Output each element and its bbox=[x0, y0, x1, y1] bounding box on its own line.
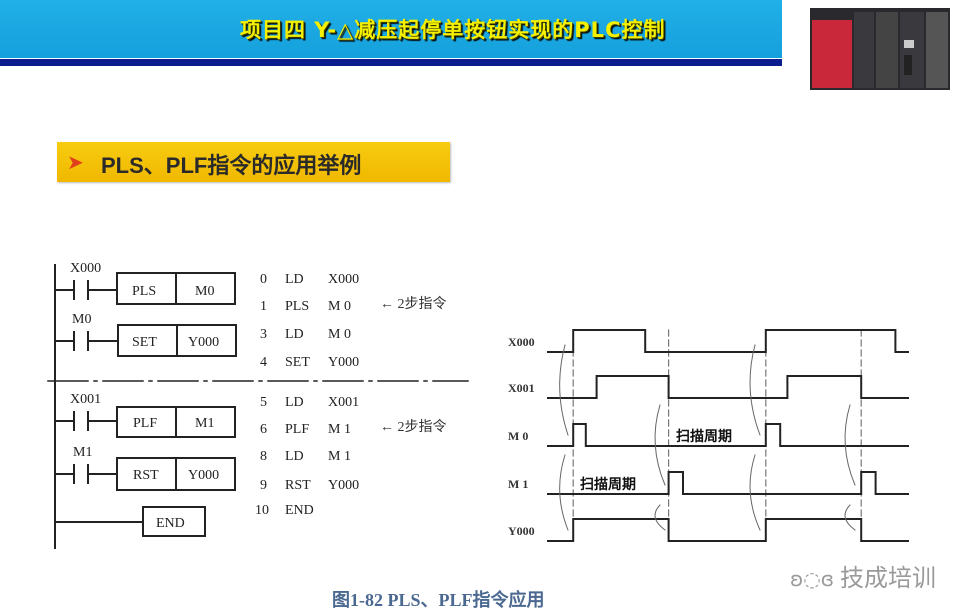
signal-waveform bbox=[547, 329, 909, 353]
opcode: SET bbox=[285, 355, 310, 370]
instruction-row: 6 PLF M 1 bbox=[260, 422, 351, 437]
section-title: PLS、PLF指令的应用举例 bbox=[101, 153, 362, 178]
signal-waveform bbox=[547, 471, 909, 495]
opcode: PLF bbox=[285, 422, 309, 437]
opcode: PLS bbox=[285, 299, 309, 314]
operand: Y000 bbox=[328, 478, 359, 493]
step-number: 4 bbox=[260, 355, 267, 370]
step-number: 10 bbox=[255, 503, 269, 518]
operand: M 0 bbox=[328, 327, 351, 342]
ladder-diagram bbox=[47, 264, 469, 549]
operand: M 1 bbox=[328, 449, 351, 464]
operand: Y000 bbox=[328, 355, 359, 370]
operand: M 1 bbox=[328, 422, 351, 437]
operand-label: Y000 bbox=[188, 468, 219, 483]
rung-4 bbox=[54, 457, 236, 491]
instruction-row: 8 LD M 1 bbox=[260, 449, 351, 464]
arrow-bullet-icon: ➤ bbox=[67, 150, 84, 174]
signal-label: X001 bbox=[508, 381, 535, 395]
contact-label: X000 bbox=[70, 261, 101, 276]
ladder-labels: X000 PLS M0 M0 SET Y000 X001 PLF M1 M1 R… bbox=[70, 261, 219, 531]
cause-arrow bbox=[559, 454, 569, 531]
step-number: 8 bbox=[260, 449, 267, 464]
two-step-note: ← 2步指令 bbox=[380, 296, 447, 312]
contact-label: X001 bbox=[70, 392, 101, 407]
figure-caption: 图1-82 PLS、PLF指令应用 bbox=[332, 590, 545, 610]
header-stripe bbox=[0, 59, 782, 66]
opcode: LD bbox=[285, 395, 304, 410]
instruction-row: 5 LD X001 bbox=[260, 395, 359, 410]
instruction-row: 3 LD M 0 bbox=[260, 327, 351, 342]
opcode: LD bbox=[285, 449, 304, 464]
operand-label: M0 bbox=[195, 284, 214, 299]
opcode: LD bbox=[285, 327, 304, 342]
operand: M 0 bbox=[328, 299, 351, 314]
header-title: 项目四 Y-△减压起停单按钮实现的PLC控制 bbox=[240, 18, 666, 42]
instr-label: PLS bbox=[132, 284, 156, 299]
instruction-row: 1 PLS M 0 bbox=[260, 299, 351, 314]
header-bar: 项目四 Y-△减压起停单按钮实现的PLC控制 bbox=[0, 0, 782, 58]
rung-2 bbox=[54, 324, 237, 357]
operand: X001 bbox=[328, 395, 359, 410]
rung-3 bbox=[54, 406, 236, 438]
rung-1 bbox=[54, 272, 236, 305]
operand-label: Y000 bbox=[188, 335, 219, 350]
opcode: RST bbox=[285, 478, 311, 493]
watermark-text: 技成培训 bbox=[840, 564, 937, 592]
cause-arrow bbox=[844, 404, 856, 486]
end-label: END bbox=[156, 516, 185, 531]
operand: X000 bbox=[328, 272, 359, 287]
signal-label: X000 bbox=[508, 335, 535, 349]
signal-waveform bbox=[547, 423, 909, 447]
instr-label: RST bbox=[133, 468, 159, 483]
instr-label: PLF bbox=[133, 416, 157, 431]
step-number: 5 bbox=[260, 395, 267, 410]
step-number: 1 bbox=[260, 299, 267, 314]
opcode: END bbox=[285, 503, 314, 518]
cause-arrow bbox=[559, 344, 569, 436]
cause-arrow bbox=[749, 344, 761, 436]
scan-cycle-label: 扫描周期 bbox=[580, 476, 636, 493]
contact-label: M1 bbox=[73, 445, 92, 460]
opcode: LD bbox=[285, 272, 304, 287]
step-number: 3 bbox=[260, 327, 267, 342]
scan-cycle-label: 扫描周期 bbox=[676, 428, 732, 445]
step-number: 9 bbox=[260, 478, 267, 493]
plc-hardware-image bbox=[810, 8, 950, 90]
step-notes: ← 2步指令 ← 2步指令 bbox=[380, 296, 447, 435]
step-number: 0 bbox=[260, 272, 267, 287]
operand-label: M1 bbox=[195, 416, 214, 431]
instr-label: SET bbox=[132, 335, 157, 350]
instruction-row: 0 LD X000 bbox=[260, 272, 359, 287]
timing-annotations: 扫描周期 扫描周期 bbox=[580, 428, 732, 493]
step-number: 6 bbox=[260, 422, 267, 437]
instruction-row: 9 RST Y000 bbox=[260, 478, 359, 493]
wechat-icon: ʚ◌ɞ bbox=[790, 567, 835, 591]
signal-label: M 1 bbox=[508, 477, 528, 491]
two-step-note: ← 2步指令 bbox=[380, 419, 447, 435]
cause-arrow bbox=[749, 454, 761, 531]
instruction-row: 10 END bbox=[255, 503, 314, 518]
signal-label: Y000 bbox=[508, 524, 535, 538]
signal-waveform bbox=[547, 375, 909, 399]
rung-end bbox=[54, 506, 206, 537]
instruction-row: 4 SET Y000 bbox=[260, 355, 359, 370]
cause-arrow bbox=[654, 504, 666, 531]
contact-label: M0 bbox=[72, 312, 91, 327]
cause-arrow bbox=[654, 404, 666, 486]
cause-arrow bbox=[844, 504, 856, 531]
signal-label: M 0 bbox=[508, 429, 528, 443]
signal-waveform bbox=[547, 518, 909, 542]
section-banner: ➤ PLS、PLF指令的应用举例 bbox=[57, 142, 450, 182]
